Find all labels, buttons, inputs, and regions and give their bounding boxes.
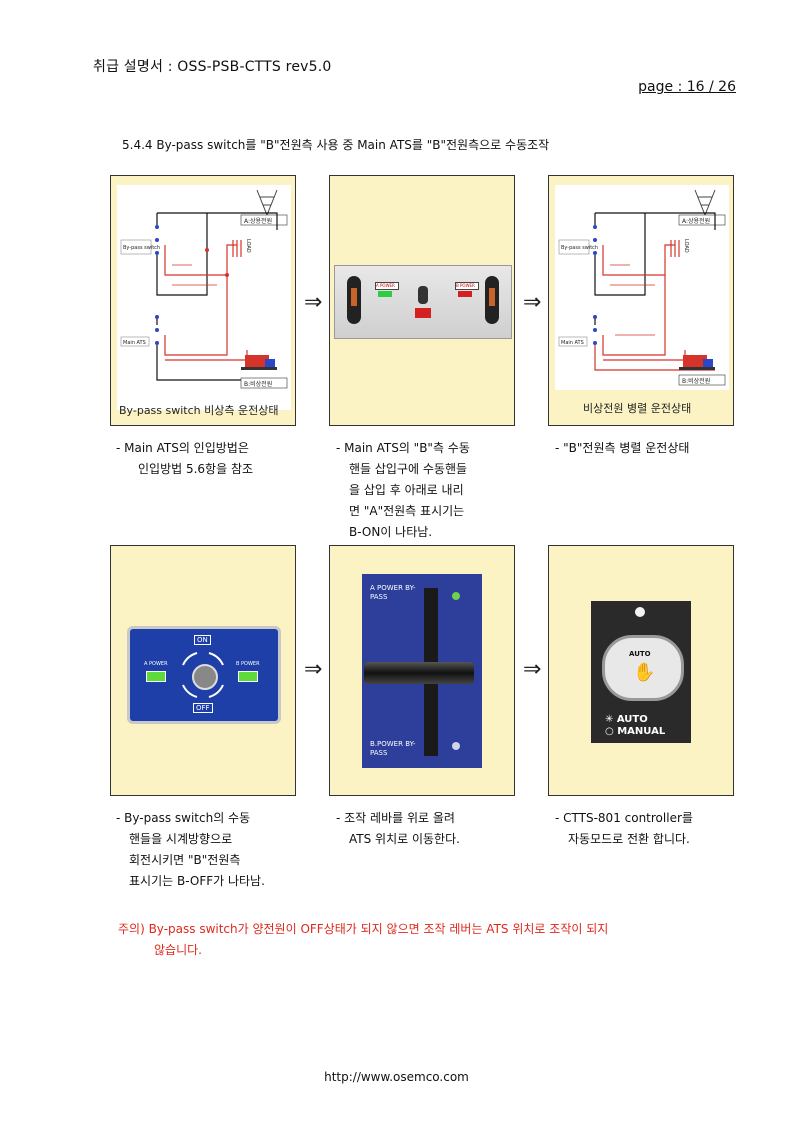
rotary-knob (192, 664, 218, 690)
note-r2-3: - CTTS-801 controller를 자동모드로 전환 합니다. (555, 811, 693, 846)
section-title: 5.4.4 By-pass switch를 "B"전원측 사용 중 Main A… (122, 138, 550, 152)
handle-slot-left (347, 276, 361, 324)
red-indicator (415, 308, 431, 318)
panel-controller: AUTO ✋ ✳ AUTO ○ MANUAL (548, 545, 734, 796)
arrow-right-1: ⇒ (304, 290, 323, 315)
indicator-light-bottom (452, 742, 460, 750)
controller-photo: AUTO ✋ ✳ AUTO ○ MANUAL (591, 601, 691, 743)
note-r1-3: - "B"전원측 병렬 운전상태 (555, 441, 690, 455)
power-tower-icon (256, 189, 278, 217)
rotate-arrows-icon (182, 652, 224, 698)
hand-icon: ✋ (633, 662, 656, 683)
main-ats-label: Main ATS (561, 340, 584, 346)
note-r1-1: - Main ATS의 인입방법은 인입방법 5.6항을 참조 (116, 441, 254, 476)
manual-mode-label: ○ MANUAL (605, 726, 666, 737)
bypass-switch-photo: ON OFF A POWER B POWER (127, 626, 281, 724)
b-power-text: B POWER (236, 661, 260, 667)
lever-photo: A POWER BY-PASS B.POWER BY-PASS (362, 574, 482, 768)
auto-mode-label: ✳ AUTO (605, 714, 648, 725)
load-label: LOAD (245, 239, 251, 253)
circuit-diagram: A:상용전원 By-pass switch Main ATS LOAD (117, 185, 291, 410)
panel-bypass-switch: ON OFF A POWER B POWER (110, 545, 296, 796)
note-r1-2: - Main ATS의 "B"측 수동 핸들 삽입구에 수동핸들 을 삽입 후 … (336, 441, 470, 539)
lever-top-label: A POWER BY-PASS (370, 584, 416, 601)
circuit-diagram-2: A:상용전원 By-pass switch Main ATS LOAD (555, 185, 729, 390)
warning-note: 주의) By-pass switch가 양전원이 OFF상태가 되지 않으면 조… (118, 922, 609, 957)
arrow-right-3: ⇒ (304, 657, 323, 682)
generator-icon (241, 355, 277, 370)
a-source-label: A:상용전원 (682, 217, 710, 225)
b-source-label: B:비상전원 (244, 380, 272, 388)
panel1-caption: By-pass switch 비상측 운전상태 (119, 404, 279, 417)
indicator-knob (418, 286, 428, 304)
panel3-caption: 비상전원 병렬 운전상태 (583, 402, 692, 415)
a-power-lamp (378, 291, 392, 297)
handle-slot-right (485, 276, 499, 324)
bypass-label: By-pass switch (123, 245, 160, 251)
generator-icon (679, 355, 715, 370)
indicator-light-top (452, 592, 460, 600)
arrow-right-4: ⇒ (523, 657, 542, 682)
footer-url: http://www.osemco.com (324, 1070, 469, 1084)
ats-panel-photo: A POWER B POWER (334, 265, 512, 339)
load-label: LOAD (683, 239, 689, 253)
main-ats-label: Main ATS (123, 340, 146, 346)
arrow-right-2: ⇒ (523, 290, 542, 315)
auto-button-label: AUTO (629, 650, 651, 658)
off-label: OFF (193, 703, 213, 713)
note-r2-2: - 조작 레바를 위로 올려 ATS 위치로 이동한다. (336, 811, 460, 846)
document-header: 취급 설명서 : OSS-PSB-CTTS rev5.0 (93, 59, 332, 75)
a-power-label: A POWER (375, 282, 399, 290)
a-power-lamp (146, 671, 166, 682)
power-tower-icon (694, 189, 716, 217)
lever-handle (364, 662, 474, 684)
page-number: page : 16 / 26 (638, 79, 736, 95)
on-label: ON (194, 635, 211, 645)
a-power-text: A POWER (144, 661, 168, 667)
panel-parallel-operation: A:상용전원 By-pass switch Main ATS LOAD (548, 175, 734, 426)
status-led (635, 607, 645, 617)
auto-button[interactable]: AUTO ✋ (602, 635, 684, 701)
b-power-lamp (458, 291, 472, 297)
b-power-label: B POWER (455, 282, 479, 290)
a-source-label: A:상용전원 (244, 217, 272, 225)
panel-main-ats: A POWER B POWER (329, 175, 515, 426)
b-source-label: B:비상전원 (682, 377, 710, 385)
b-power-lamp (238, 671, 258, 682)
bypass-label: By-pass switch (561, 245, 598, 251)
panel-lever: A POWER BY-PASS B.POWER BY-PASS (329, 545, 515, 796)
panel-bypass-emergency: A:상용전원 By-pass switch Main ATS LOAD (110, 175, 296, 426)
lever-bottom-label: B.POWER BY-PASS (370, 740, 416, 757)
note-r2-1: - By-pass switch의 수동 핸들을 시계방향으로 회전시키면 "B… (116, 811, 265, 888)
